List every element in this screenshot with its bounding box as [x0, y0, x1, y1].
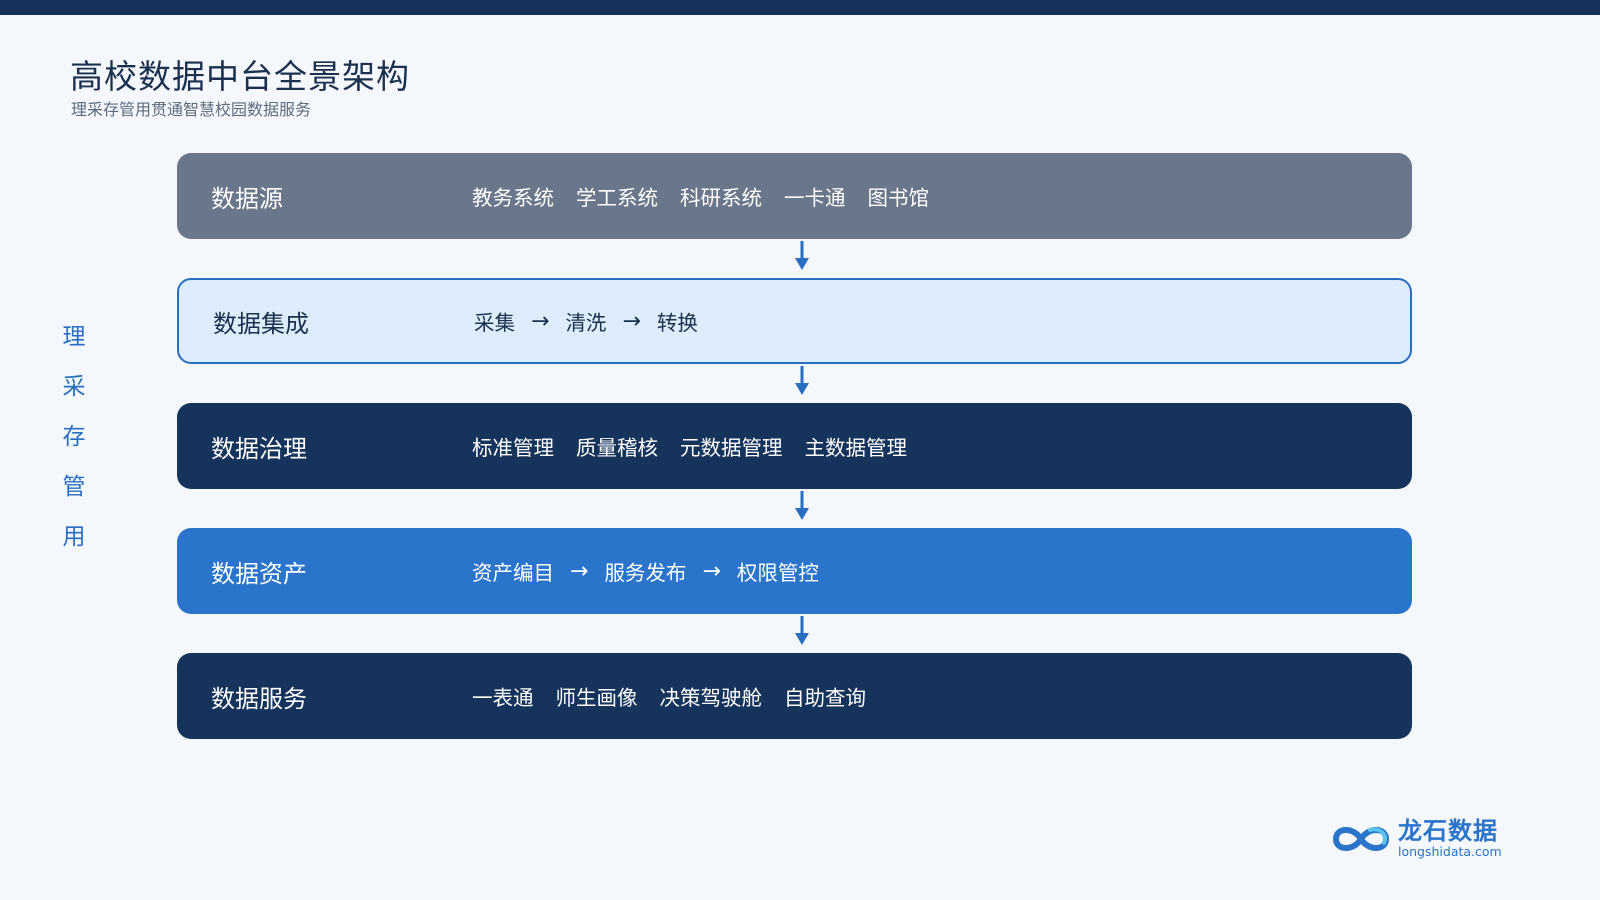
page-title: 高校数据中台全景架构 [70, 57, 410, 96]
layer-item: 主数据管理 [804, 436, 908, 460]
layer-title: 数据治理 [211, 434, 307, 463]
down-arrow-icon [795, 366, 809, 395]
layer-item: 转换 [656, 311, 698, 335]
layer-item: 图书馆 [867, 186, 930, 210]
layer-item: 清洗 [565, 311, 607, 335]
top-bar [0, 0, 1600, 15]
layer-item: 自助查询 [784, 686, 866, 710]
layer-data-services: 数据服务 一表通 师生画像 决策驾驶舱 自助查询 [177, 653, 1412, 739]
layer-data-assets: 数据资产 资产编目 → 服务发布 → 权限管控 [177, 528, 1412, 614]
layer-title: 数据资产 [211, 559, 307, 588]
page-subtitle: 理采存管用贯通智慧校园数据服务 [71, 100, 312, 119]
arrow-right-icon: → [702, 558, 721, 584]
arrow-right-icon: → [570, 558, 589, 584]
layer-item: 一表通 [472, 686, 534, 710]
side-vertical-label: 理 采 存 管 用 [61, 326, 87, 549]
side-label-char: 采 [62, 374, 86, 400]
layer-item: 教务系统 [472, 186, 554, 210]
layer-data-governance: 数据治理 标准管理 质量稽核 元数据管理 主数据管理 [177, 403, 1412, 489]
layer-item: 师生画像 [555, 686, 638, 710]
layer-item: 权限管控 [736, 561, 819, 585]
layer-item: 采集 [474, 311, 515, 335]
layer-title: 数据集成 [213, 309, 309, 338]
layer-title: 数据服务 [211, 684, 307, 713]
layer-item: 元数据管理 [680, 436, 783, 460]
down-arrow-icon [795, 491, 809, 520]
side-label-char: 存 [62, 424, 86, 450]
arrow-right-icon: → [531, 308, 550, 334]
logo-url: longshidata.com [1398, 844, 1502, 859]
layer-item: 质量稽核 [576, 436, 658, 460]
layer-item: 科研系统 [680, 186, 762, 210]
layer-item: 服务发布 [604, 561, 687, 585]
layer-items: 标准管理 质量稽核 元数据管理 主数据管理 [472, 403, 907, 489]
side-label-char: 管 [62, 474, 86, 500]
logo-name: 龙石数据 [1398, 817, 1498, 845]
layer-items: 资产编目 → 服务发布 → 权限管控 [472, 528, 819, 614]
layer-item: 决策驾驶舱 [659, 686, 763, 710]
down-arrow-icon [795, 241, 809, 270]
layer-items: 一表通 师生画像 决策驾驶舱 自助查询 [472, 653, 866, 739]
side-label-char: 理 [62, 324, 86, 350]
company-logo: 龙石数据 longshidata.com [1330, 818, 1502, 859]
arrow-right-icon: → [622, 308, 641, 334]
side-label-char: 用 [62, 524, 86, 550]
layer-item: 一卡通 [784, 186, 846, 210]
layer-data-integration: 数据集成 采集 → 清洗 → 转换 [177, 278, 1412, 364]
infinity-loop-icon [1332, 826, 1390, 851]
layer-item: 学工系统 [576, 186, 658, 210]
layer-items: 采集 → 清洗 → 转换 [474, 280, 698, 362]
down-arrow-icon [795, 616, 809, 645]
layer-items: 教务系统 学工系统 科研系统 一卡通 图书馆 [472, 153, 929, 239]
layer-title: 数据源 [211, 184, 283, 213]
layer-item: 资产编目 [472, 561, 554, 585]
layer-item: 标准管理 [472, 436, 554, 460]
layer-data-source: 数据源 教务系统 学工系统 科研系统 一卡通 图书馆 [177, 153, 1412, 239]
